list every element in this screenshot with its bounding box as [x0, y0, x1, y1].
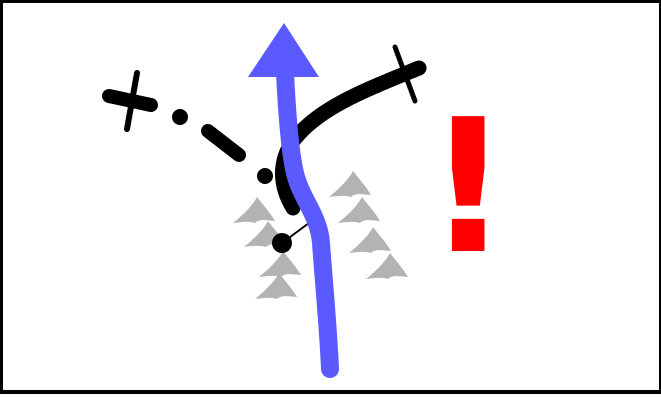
exclamation-icon: !: [426, 95, 490, 280]
diagram-drawing: [3, 3, 661, 397]
track-dash: [208, 131, 239, 155]
feather-icon: [366, 253, 408, 279]
node-connector: [272, 223, 309, 253]
feather-icon: [349, 227, 391, 253]
feathers-right: [329, 171, 408, 279]
node-dot: [272, 233, 292, 253]
feather-icon: [338, 197, 380, 223]
feather-icon: [233, 197, 275, 223]
track-dot: [257, 168, 273, 184]
feather-icon: [259, 251, 301, 277]
feather-icon: [255, 273, 297, 299]
feather-icon: [329, 171, 371, 197]
dashdot-track: [109, 73, 273, 184]
track-dot: [172, 109, 188, 125]
arrow-head: [248, 23, 319, 77]
